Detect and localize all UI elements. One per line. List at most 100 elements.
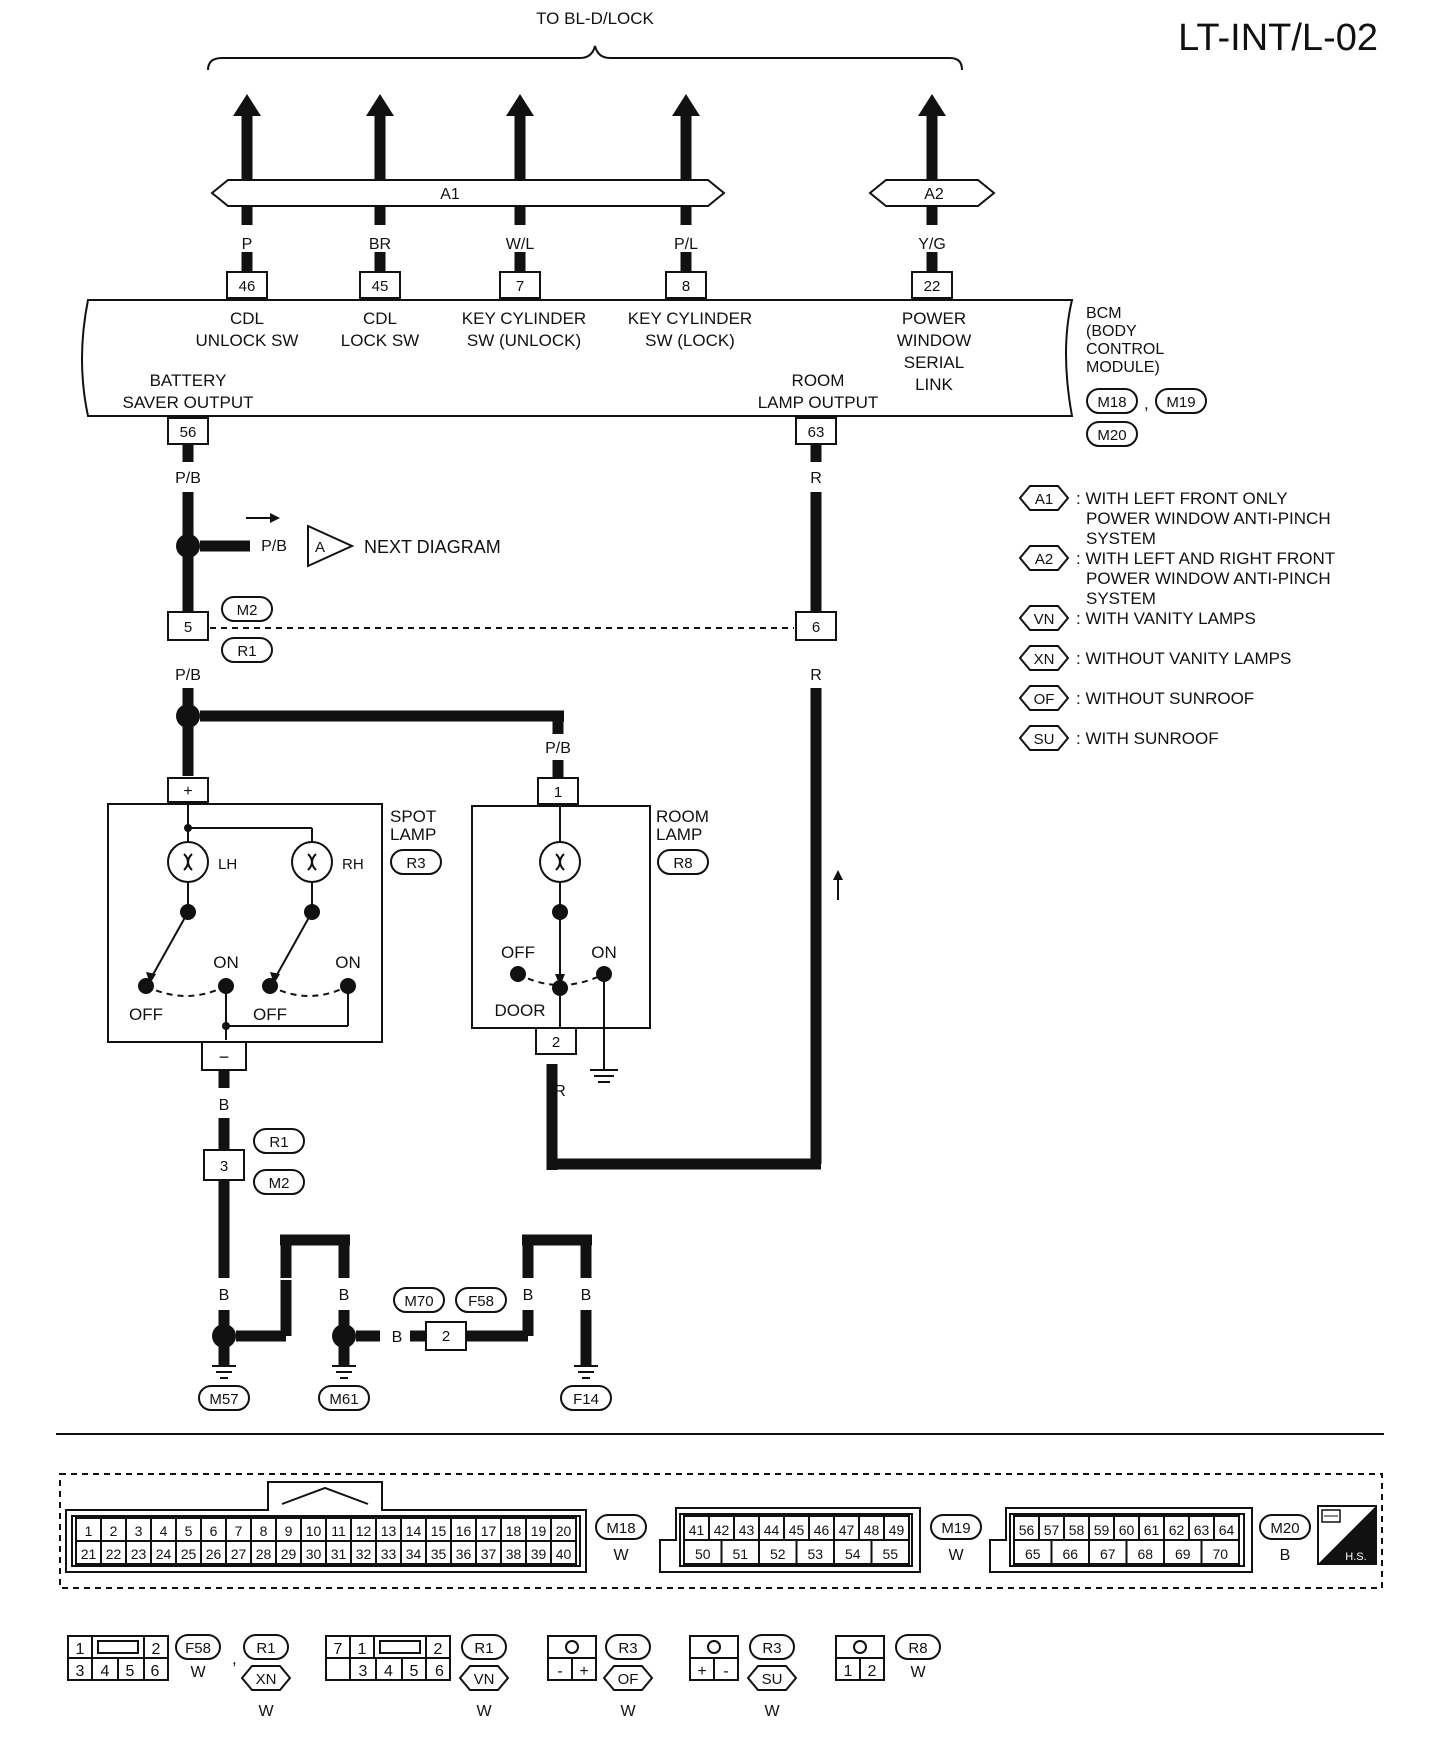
pin-8: 8 — [682, 278, 690, 295]
bcm-label-pws-1: POWER — [902, 309, 966, 328]
opt-tag-vn-label: VN — [474, 1671, 495, 1688]
pin-number: 17 — [481, 1523, 497, 1539]
pin-cell — [758, 1515, 785, 1541]
ground-tag-f14 — [560, 1385, 612, 1411]
ground-link-pin-2: 2 — [442, 1328, 450, 1345]
pin-number: 2 — [868, 1663, 877, 1680]
pin-number: 60 — [1119, 1522, 1135, 1538]
pin-number: 31 — [331, 1546, 347, 1562]
wire-color-b-1: B — [219, 1097, 230, 1114]
pin-number: 10 — [306, 1523, 322, 1539]
connector-tag-comma: , — [1144, 394, 1149, 413]
opt-tag-xn — [240, 1665, 292, 1691]
wire-color-b-2: B — [219, 1287, 230, 1304]
pin-number: 70 — [1212, 1546, 1228, 1562]
pin-number: 6 — [210, 1523, 218, 1539]
conn-color: W — [620, 1703, 636, 1720]
conn-color: W — [910, 1664, 926, 1681]
pin-number: 24 — [156, 1546, 172, 1562]
pin-number: 59 — [1094, 1522, 1110, 1538]
connector-tag-f58 — [455, 1287, 507, 1313]
pin-number: 41 — [689, 1522, 705, 1538]
connector-tag-m70 — [393, 1287, 445, 1313]
pin-number: 28 — [256, 1546, 272, 1562]
wire-color-b-5: B — [392, 1329, 403, 1346]
opt-tag-su — [746, 1665, 798, 1691]
pin-number: 46 — [814, 1522, 830, 1538]
pin-cell — [870, 1539, 910, 1565]
legend-text: : WITH SUNROOF — [1076, 729, 1219, 748]
pin-number: 58 — [1069, 1522, 1085, 1538]
wire-color-r-3: R — [554, 1083, 566, 1100]
conn-color: W — [190, 1664, 206, 1681]
hs-badge-label: H.S. — [1345, 1551, 1366, 1563]
pin-number: 66 — [1062, 1546, 1078, 1562]
pin-number: 68 — [1137, 1546, 1153, 1562]
bcm-top-pins — [226, 271, 953, 299]
legend-tag-label: OF — [1034, 691, 1055, 708]
bcm-label-battery-saver-1: BATTERY — [150, 371, 227, 390]
legend-text: : WITH LEFT AND RIGHT FRONT — [1076, 549, 1335, 568]
pin-number: 49 — [889, 1522, 905, 1538]
wire-color-br: BR — [369, 236, 391, 253]
legend-tag-xn — [1018, 645, 1070, 671]
battery-saver-wire — [176, 444, 250, 612]
pin-number: 5 — [410, 1663, 419, 1680]
pin-number: 54 — [845, 1546, 861, 1562]
spot-off-rh: OFF — [253, 1005, 287, 1024]
legend-tag-label: VN — [1034, 611, 1055, 628]
junction-pin-6-box — [795, 611, 837, 641]
next-diagram-tag-label: A — [315, 539, 325, 556]
pin-number: 65 — [1025, 1546, 1041, 1562]
wire-color-b-7: B — [581, 1287, 592, 1304]
pin-number: 57 — [1044, 1522, 1060, 1538]
room-pin-1-box — [537, 777, 579, 805]
pin-number: 3 — [359, 1663, 368, 1680]
pin-number: 12 — [356, 1523, 372, 1539]
wire-color-r-2: R — [810, 667, 822, 684]
connector-tag-r8 — [657, 849, 709, 875]
pin-7: 7 — [516, 278, 524, 295]
pin-cell — [1213, 1515, 1240, 1541]
pin-number: 19 — [531, 1523, 547, 1539]
pin-number: 47 — [839, 1522, 855, 1538]
connector-tag-r1-lower-label: R1 — [269, 1134, 288, 1151]
m20-color: B — [1280, 1547, 1291, 1564]
pin-number: 50 — [695, 1546, 711, 1562]
destination-brace — [207, 45, 963, 71]
junction-pin-5-box — [167, 611, 209, 641]
bcm-label-battery-saver-2: SAVER OUTPUT — [123, 393, 254, 412]
legend-text: : WITHOUT VANITY LAMPS — [1076, 649, 1291, 668]
connector-tag-r8-label: R8 — [673, 855, 692, 872]
hs-badge — [1317, 1505, 1377, 1565]
pin-number: - — [723, 1663, 728, 1680]
pin-number: 30 — [306, 1546, 322, 1562]
connector-tag-m19-label: M19 — [1166, 394, 1195, 411]
ground-tag-m57 — [198, 1385, 250, 1411]
pin-number: 35 — [431, 1546, 447, 1562]
conn-color: W — [764, 1703, 780, 1720]
bcm-label-key-lock-2: SW (LOCK) — [645, 331, 735, 350]
pin-number: 25 — [181, 1546, 197, 1562]
pin-number: 44 — [764, 1522, 780, 1538]
connector-tag-m20-view — [1259, 1514, 1311, 1540]
pin-46: 46 — [239, 278, 256, 295]
pin-number: 26 — [206, 1546, 222, 1562]
pin-cell — [1050, 1539, 1090, 1565]
legend-text: : WITH LEFT FRONT ONLY — [1076, 489, 1288, 508]
ground-symbols — [212, 1365, 598, 1379]
pin-cell — [1038, 1515, 1065, 1541]
pin-number: 1 — [85, 1523, 93, 1539]
wire-color-pl: P/L — [674, 236, 698, 253]
pin-number: - — [557, 1663, 562, 1680]
conn-tag-f58-label: F58 — [185, 1640, 211, 1657]
pin-number: 45 — [789, 1522, 805, 1538]
pin-number: 20 — [556, 1523, 572, 1539]
pin-number: 38 — [506, 1546, 522, 1562]
conn-color: W — [476, 1703, 492, 1720]
pin-number: 32 — [356, 1546, 372, 1562]
pin-number: 34 — [406, 1546, 422, 1562]
wire-color-wl: W/L — [506, 236, 535, 253]
